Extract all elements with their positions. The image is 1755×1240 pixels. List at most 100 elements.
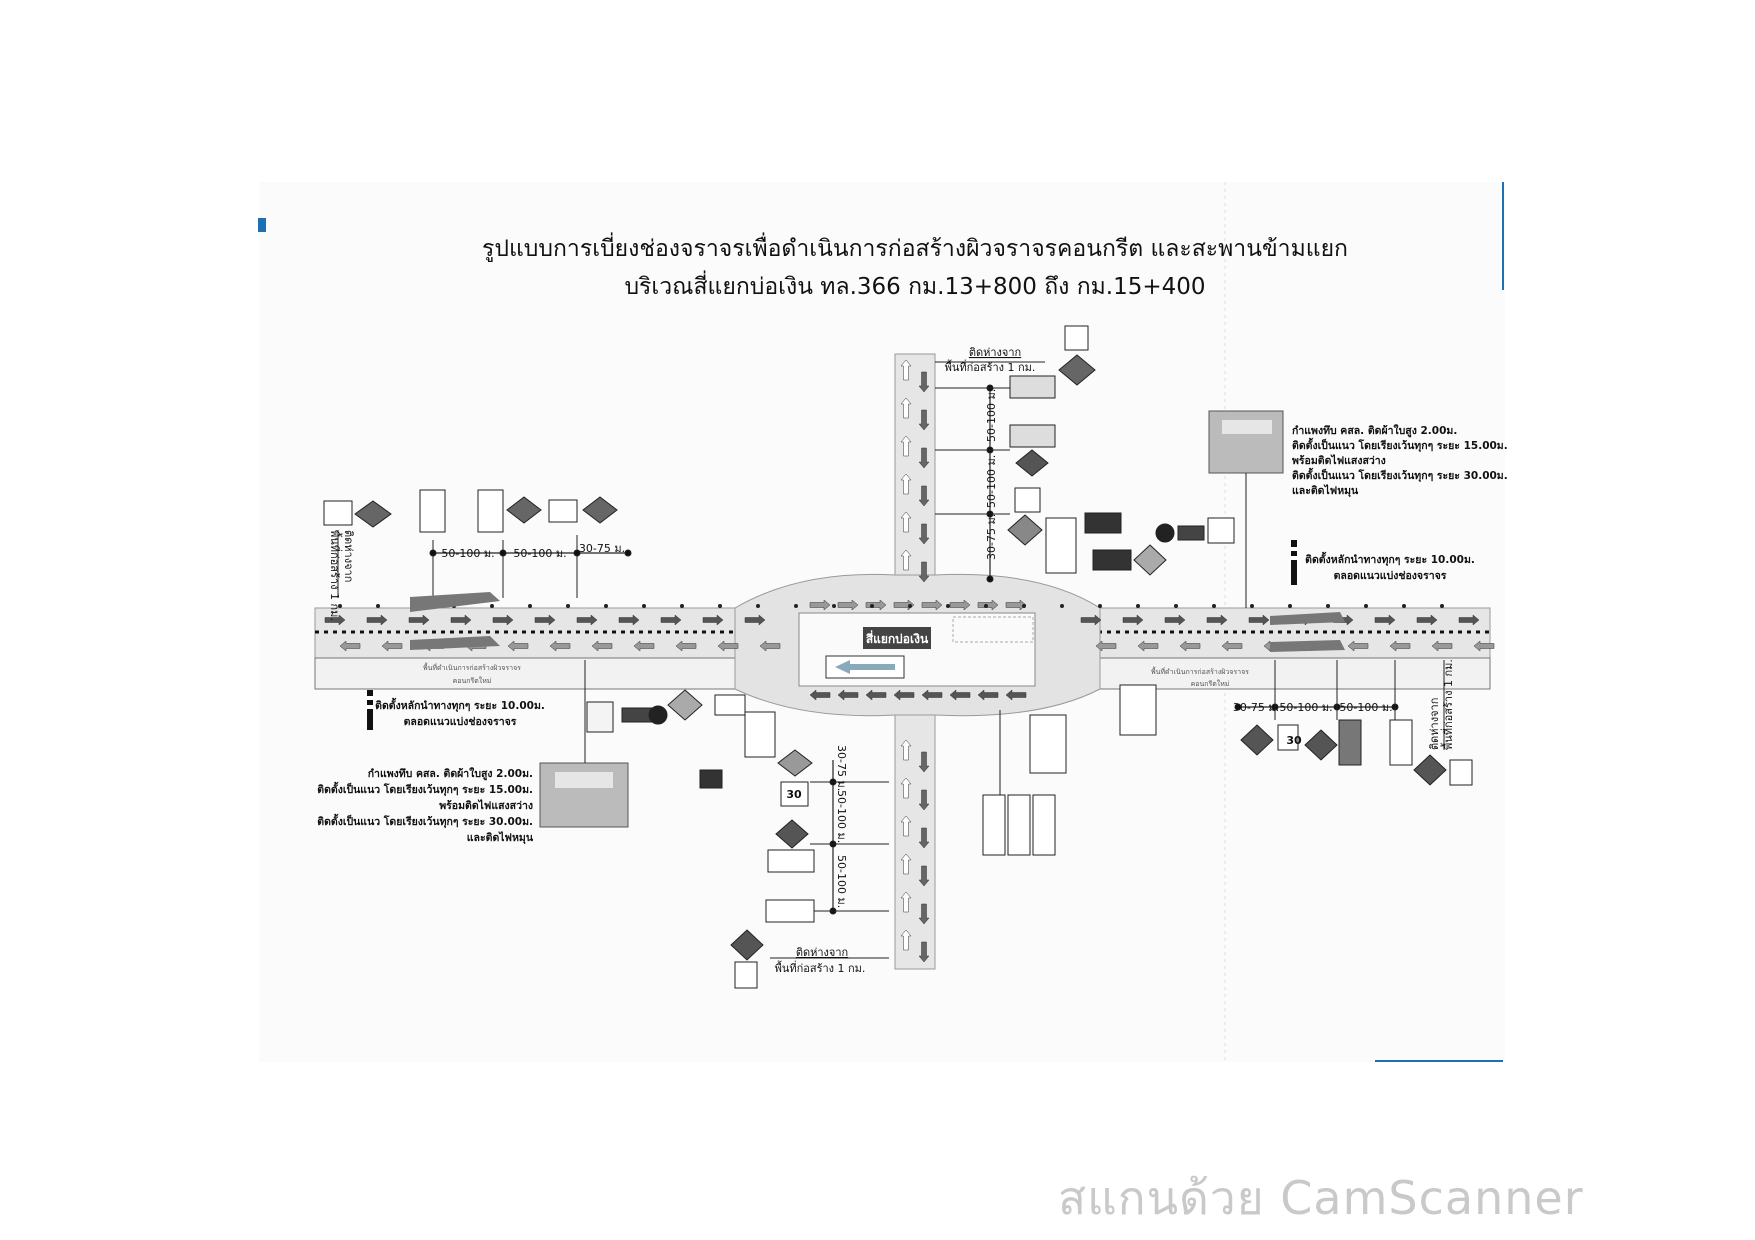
traffic-cone-icon <box>1440 604 1444 608</box>
lane-arrow-icon <box>633 640 655 652</box>
traffic-cone-icon <box>490 604 494 608</box>
construction-area-label-right-1: พื้นที่ดำเนินการก่อสร้างผิวจราจร <box>1151 665 1249 676</box>
delineator-note-left-1: ติดตั้งหลักนำทางทุกๆ ระยะ 10.00ม. <box>375 697 545 713</box>
lane-arrow-icon <box>1005 689 1027 701</box>
intersection-label-box <box>863 627 931 649</box>
lane-arrow-icon <box>1374 614 1396 626</box>
lane-arrow-icon <box>900 549 912 571</box>
distance-label: 50-100 ม. <box>985 389 998 442</box>
diagram-title-line1: รูปแบบการเบี่ยงช่องจราจรเพื่อดำเนินการก่… <box>482 232 1348 262</box>
road-network: สี่แยกบ่อเงิน <box>314 353 1495 970</box>
distance-label: 50-100 ม. <box>835 855 848 908</box>
delineator-icon <box>367 690 373 730</box>
traffic-cone-icon <box>1364 604 1368 608</box>
traffic-cone-icon <box>1060 604 1064 608</box>
lane-arrow-icon <box>1389 640 1411 652</box>
traffic-cone-icon <box>832 604 836 608</box>
distance-label: 50-100 ม. <box>985 455 998 508</box>
wall-note-line: และติดไฟหมุน <box>467 831 534 845</box>
lane-arrow-icon <box>675 640 697 652</box>
traffic-cone-icon <box>642 604 646 608</box>
lane-arrow-icon <box>576 614 598 626</box>
lane-arrow-icon <box>507 640 529 652</box>
lane-arrow-icon <box>809 689 831 701</box>
camscanner-watermark: สแกนด้วย CamScanner <box>1058 1171 1584 1225</box>
traffic-cone-icon <box>1022 604 1026 608</box>
lane-arrow-icon <box>1248 614 1270 626</box>
lane-arrow-icon <box>949 599 971 611</box>
traffic-cone-icon <box>946 604 950 608</box>
lane-arrow-icon <box>1347 640 1369 652</box>
traffic-cones <box>338 604 1444 608</box>
lane-arrow-icon <box>381 640 403 652</box>
traffic-cone-icon <box>338 604 342 608</box>
lane-arrow-icon <box>918 751 930 773</box>
top-distance-note-line2: พื้นที่ก่อสร้าง 1 กม. <box>945 359 1036 374</box>
traffic-cone-icon <box>528 604 532 608</box>
lane-arrow-icon <box>324 614 346 626</box>
lane-arrow-icon <box>865 689 887 701</box>
traffic-cone-icon <box>718 604 722 608</box>
wall-note-line: ติดตั้งเป็นแนว โดยเรียงเว้นทุกๆ ระยะ 15.… <box>317 781 533 797</box>
lane-arrow-icon <box>918 827 930 849</box>
traffic-cone-icon <box>908 604 912 608</box>
distance-label: 50-100 ม. <box>835 790 848 843</box>
lane-arrow-icon <box>1080 614 1102 626</box>
traffic-cone-icon <box>1174 604 1178 608</box>
distance-label: 30-75 ม. <box>1233 701 1279 714</box>
lane-arrow-icon <box>900 359 912 381</box>
lane-arrow-icon <box>591 640 613 652</box>
lane-arrow-icon <box>744 614 766 626</box>
lane-arrow-icon <box>921 689 943 701</box>
construction-area-label-left-1: พื้นที่ดำเนินการก่อสร้างผิวจราจร <box>423 661 521 672</box>
delineator-note-right-1: ติดตั้งหลักนำทางทุกๆ ระยะ 10.00ม. <box>1305 551 1475 567</box>
left-bottom-signs <box>584 660 813 789</box>
lane-arrow-icon <box>900 473 912 495</box>
bottom-approach-signs <box>730 684 1157 989</box>
traffic-cone-icon <box>1250 604 1254 608</box>
wall-banner <box>555 772 613 788</box>
lane-arrow-icon <box>837 689 859 701</box>
distance-label: 30-75 ม. <box>835 745 848 791</box>
lane-arrow-icon <box>900 929 912 951</box>
lane-arrow-icon <box>918 409 930 431</box>
lane-arrow-icon <box>1416 614 1438 626</box>
lane-arrow-icon <box>408 614 430 626</box>
lane-arrow-icon <box>1179 640 1201 652</box>
lane-arrow-icon <box>717 640 739 652</box>
lane-arrow-icon <box>900 511 912 533</box>
traffic-cone-icon <box>1136 604 1140 608</box>
bottom-distance-note-line1: ติดห่างจาก <box>796 946 848 959</box>
distance-label: 30-75 ม. <box>985 514 998 560</box>
traffic-cone-icon <box>1098 604 1102 608</box>
speed-limit-sign: 30 <box>786 788 802 801</box>
wall-note-line: ติดตั้งเป็นแนว โดยเรียงเว้นทุกๆ ระยะ 30.… <box>317 813 533 829</box>
lane-arrow-icon <box>366 614 388 626</box>
lane-arrow-icon <box>450 614 472 626</box>
left-approach-signs <box>323 489 632 650</box>
lane-arrow-icon <box>1095 640 1117 652</box>
left-arrow-icon <box>835 660 895 674</box>
distance-note-line1: ติดห่างจาก <box>342 530 355 582</box>
lane-arrow-icon <box>1473 640 1495 652</box>
lane-arrow-icon <box>809 599 831 611</box>
traffic-cone-icon <box>756 604 760 608</box>
lane-arrow-icon <box>618 614 640 626</box>
wall-note-line: พร้อมติดไฟแสงสว่าง <box>439 799 533 812</box>
traffic-cone-icon <box>376 604 380 608</box>
lane-arrow-icon <box>534 614 556 626</box>
distance-label: 50-100 ม. <box>1279 701 1332 714</box>
traffic-cone-icon <box>1402 604 1406 608</box>
lane-arrow-icon <box>759 640 781 652</box>
lane-arrow-icon <box>900 777 912 799</box>
wall-note-right: กำแพงทึบ คสล. ติดผ้าใบสูง 2.00ม. ติดตั้ง… <box>1292 423 1508 498</box>
page-corner-mark <box>258 218 266 232</box>
top-distance-note-line1: ติดห่างจาก <box>969 346 1021 359</box>
right-distance-note: ติดห่างจาก พื้นที่ก่อสร้าง 1 กม. <box>1428 659 1455 750</box>
intersection-label: สี่แยกบ่อเงิน <box>866 630 929 646</box>
lane-arrow-icon <box>918 447 930 469</box>
diagram-title-line2: บริเวณสี่แยกบ่อเงิน ทล.366 กม.13+800 ถึง… <box>624 270 1205 300</box>
delineator-note-left-2: ตลอดแนวแบ่งช่องจราจร <box>404 716 517 728</box>
lane-arrow-icon <box>918 523 930 545</box>
